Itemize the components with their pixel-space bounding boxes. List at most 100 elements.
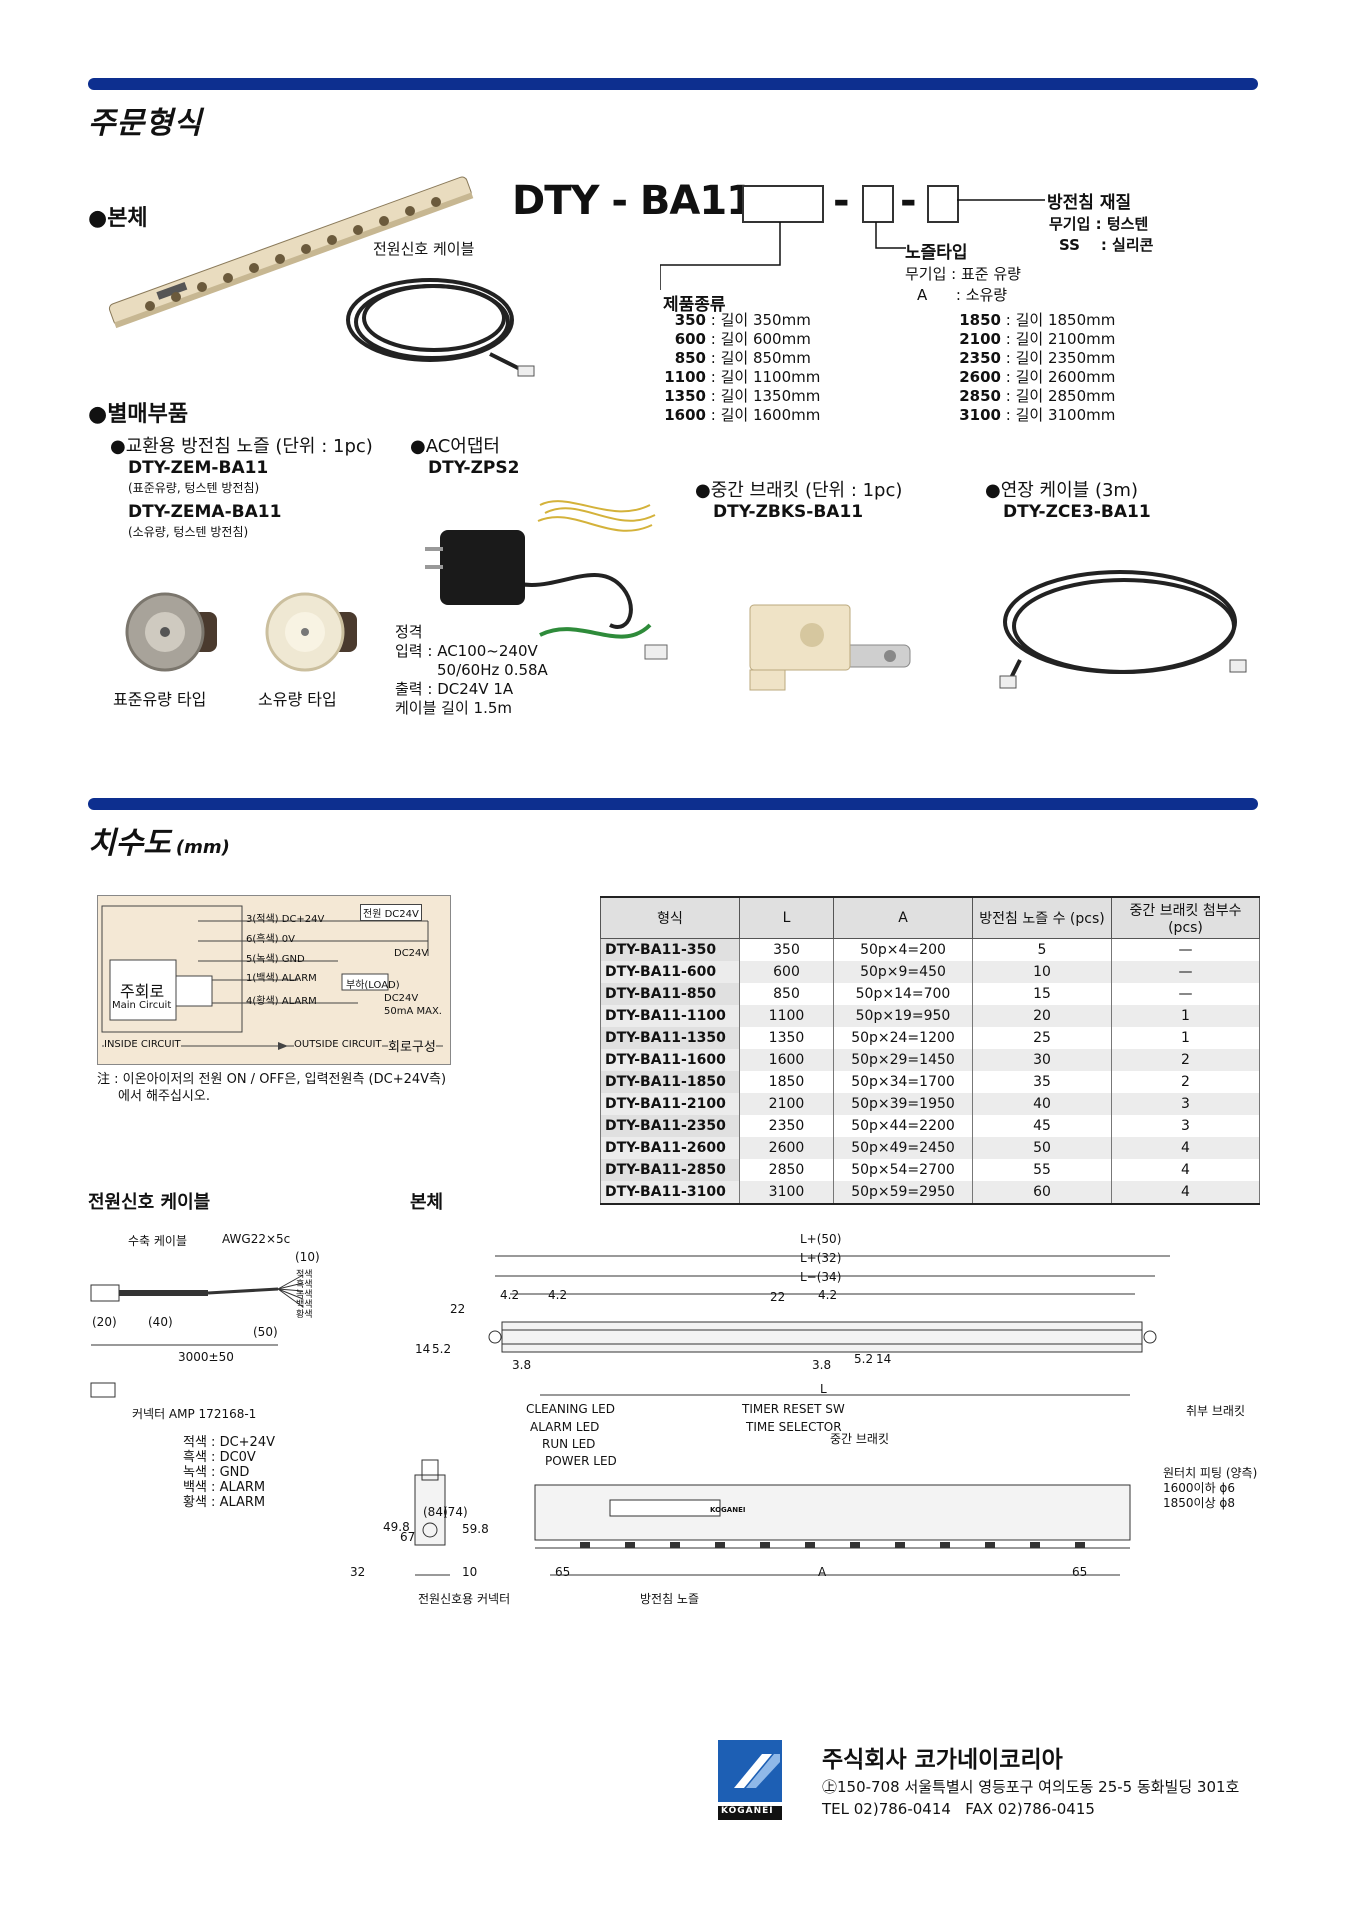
cell-model: DTY-BA11-2600 xyxy=(600,1137,740,1159)
cell-l: 1100 xyxy=(739,1005,834,1027)
cell-brackets: 4 xyxy=(1111,1159,1260,1181)
section-unit: (mm) xyxy=(175,837,230,858)
wire-color: 황색 xyxy=(296,1310,313,1320)
brand-small: KOGANEI xyxy=(710,1506,746,1514)
dc24-label: DC24V xyxy=(394,948,429,959)
adapter-rating-line: 출력 : DC24V 1A xyxy=(395,680,514,698)
pt-code: 1850 xyxy=(959,311,1001,329)
nozzle-label: 방전침 노즐 xyxy=(640,1592,700,1606)
spec-table: 형식 L A 방전침 노즐 수 (pcs) 중간 브래킷 첨부수(pcs) DT… xyxy=(600,896,1260,1205)
koganei-logo-text: KOGANEI xyxy=(721,1806,774,1816)
led-alarm: ALARM LED xyxy=(530,1420,600,1434)
pt-desc: 길이 1850mm xyxy=(1015,311,1116,329)
cell-nozzles: 30 xyxy=(972,1049,1112,1071)
cell-brackets: 2 xyxy=(1111,1071,1260,1093)
adapter-rating-line: 50/60Hz 0.58A xyxy=(437,661,548,679)
nozzle-type-line-2: A : 소유량 xyxy=(917,286,1008,304)
cell-l: 1350 xyxy=(739,1027,834,1049)
standard-nozzle-image xyxy=(125,592,217,672)
pt-code: 2100 xyxy=(959,330,1001,348)
outside-circuit-label: OUTSIDE CIRCUIT xyxy=(294,1039,382,1050)
model-box-nozzle xyxy=(862,185,894,223)
cell-a: 50p×19=950 xyxy=(833,1005,973,1027)
cable-label: 전원신호 케이블 xyxy=(373,240,475,258)
needle-material-line-2: SS : 실리콘 xyxy=(1059,236,1154,254)
awg-label: AWG22×5c xyxy=(222,1232,291,1246)
ma-label: 50mA MAX. xyxy=(384,1006,442,1017)
mid-bracket-label: 중간 브래킷 xyxy=(830,1432,890,1446)
th-l: L xyxy=(739,896,834,939)
fitting-line: 원터치 피팅 (양측) xyxy=(1163,1466,1258,1480)
power-connector-label: 전원신호용 커넥터 xyxy=(418,1592,511,1606)
cell-a: 50p×49=2450 xyxy=(833,1137,973,1159)
cell-l: 600 xyxy=(739,961,834,983)
cell-a: 50p×9=450 xyxy=(833,961,973,983)
bracket-model: DTY-ZBKS-BA11 xyxy=(713,502,864,522)
company-name: 주식회사 코가네이코리아 xyxy=(822,1747,1063,1773)
wire-color: 녹색 xyxy=(296,1290,313,1300)
pt-code: 3100 xyxy=(959,406,1001,424)
cell-a: 50p×24=1200 xyxy=(833,1027,973,1049)
low-flow-nozzle-image xyxy=(265,592,357,672)
cell-nozzles: 20 xyxy=(972,1005,1112,1027)
cell-nozzles: 45 xyxy=(972,1115,1112,1137)
th-a: A xyxy=(833,896,973,939)
wire-legend-line: 녹색 : GND xyxy=(183,1465,250,1480)
cable-image xyxy=(346,278,535,377)
pt-desc: 길이 350mm xyxy=(720,311,811,329)
side-dim-10: 10 xyxy=(462,1565,478,1579)
cell-a: 50p×54=2700 xyxy=(833,1159,973,1181)
accessories-title: ●별매부품 xyxy=(88,402,189,427)
th-bracket-count: 중간 브래킷 첨부수(pcs) xyxy=(1111,896,1260,939)
cell-model: DTY-BA11-600 xyxy=(600,961,740,983)
cell-a: 50p×44=2200 xyxy=(833,1115,973,1137)
ext-cable-title: ●연장 케이블 (3m) xyxy=(985,480,1138,501)
th-nozzle-count: 방전침 노즐 수 (pcs) xyxy=(972,896,1112,939)
pt-code: 600 xyxy=(674,330,706,348)
wire-legend: 적색 : DC+24V 흑색 : DC0V 녹색 : GND 백색 : ALAR… xyxy=(183,1435,275,1510)
circuit-note-1: 注 : 이온아이저의 전원 ON / OFF은, 입력전원측 (DC+24V측) xyxy=(97,1072,447,1087)
cell-l: 2350 xyxy=(739,1115,834,1137)
nozzle-type-line-1: 무기입 : 표준 유량 xyxy=(905,265,1021,283)
pt-desc: 길이 1600mm xyxy=(720,406,821,424)
cable-dim-10: (10) xyxy=(295,1250,320,1264)
product-type-left: 350 : 길이 350mm 600 : 길이 600mm 850 : 길이 8… xyxy=(650,311,820,425)
load-label: 부하(LOAD) xyxy=(346,980,400,991)
pt-code: 2850 xyxy=(959,387,1001,405)
cell-model: DTY-BA11-1100 xyxy=(600,1005,740,1027)
pt-desc: 길이 1100mm xyxy=(720,368,821,386)
product-type-right: 1850 : 길이 1850mm 2100 : 길이 2100mm 2350 :… xyxy=(945,311,1115,425)
table-header-row: 형식 L A 방전침 노즐 수 (pcs) 중간 브래킷 첨부수(pcs) xyxy=(600,896,1260,939)
sw-timer-reset: TIMER RESET SW xyxy=(742,1402,845,1416)
pt-desc: 길이 2600mm xyxy=(1015,368,1116,386)
cell-nozzles: 50 xyxy=(972,1137,1112,1159)
pt-desc: 길이 2850mm xyxy=(1015,387,1116,405)
cell-brackets: — xyxy=(1111,983,1260,1005)
fitting-line: 1850이상 ϕ8 xyxy=(1163,1496,1235,1510)
cell-brackets: 1 xyxy=(1111,1027,1260,1049)
fitting-line: 1600이하 ϕ6 xyxy=(1163,1481,1235,1495)
section-bar-bottom xyxy=(88,798,1258,810)
nozzle-acc-title: ●교환용 방전침 노즐 (단위 : 1pc) xyxy=(110,436,373,457)
bracket-image xyxy=(749,604,911,691)
mount-bracket-label: 취부 브래킷 xyxy=(1186,1404,1246,1418)
cell-brackets: 4 xyxy=(1111,1137,1260,1159)
circuit-caption: 회로구성 xyxy=(388,1036,436,1055)
dim-l-plus-50: L+(50) xyxy=(800,1232,842,1246)
pt-desc: 길이 1350mm xyxy=(720,387,821,405)
sw-time-selector: TIME SELECTOR xyxy=(746,1420,842,1434)
led-run: RUN LED xyxy=(542,1437,596,1451)
ionizer-bar-image xyxy=(108,176,474,329)
dim-3-8-b: 3.8 xyxy=(812,1358,832,1372)
cell-l: 850 xyxy=(739,983,834,1005)
side-dim-84: (84) xyxy=(423,1505,448,1519)
cell-model: DTY-BA11-350 xyxy=(600,938,740,961)
pt-code: 1600 xyxy=(664,406,706,424)
dim-l: L xyxy=(820,1382,827,1396)
section-title-order: 주문형식 xyxy=(88,106,203,141)
th-model: 형식 xyxy=(600,896,740,939)
pt-code: 350 xyxy=(674,311,706,329)
